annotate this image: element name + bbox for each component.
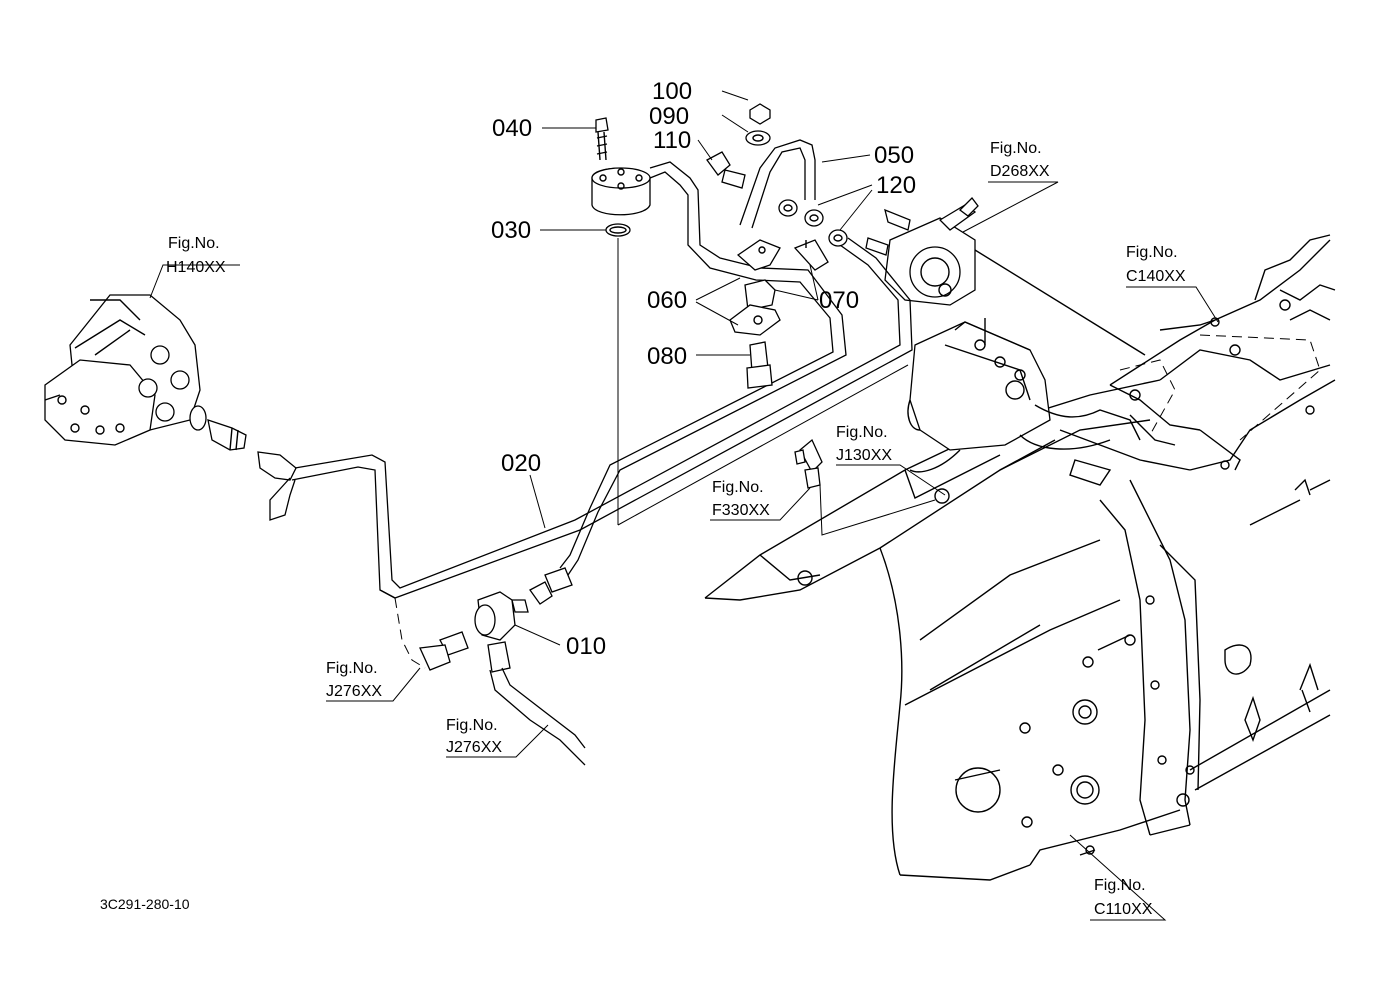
label-050: 050 [874, 142, 914, 169]
part-labels: 100 090 110 040 050 120 030 060 070 080 … [491, 78, 916, 660]
pipe-050 [559, 139, 847, 576]
fig-label-f330: Fig.No. [712, 479, 764, 496]
fitting-parts [706, 103, 848, 247]
elbow-fitting [794, 438, 823, 489]
drawing-code: 3C291-280-10 [100, 896, 190, 912]
hydraulic-pump [865, 197, 1146, 356]
fig-ref-j276-b: J276XX [446, 739, 502, 756]
fig-ref-j276-a: J276XX [326, 683, 382, 700]
fig-ref-c110: C110XX [1094, 901, 1153, 918]
fig-ref-f330: F330XX [712, 502, 770, 519]
fig-label-j276-b: Fig.No. [446, 717, 498, 734]
valve-block [907, 318, 1141, 473]
label-110: 110 [653, 127, 691, 154]
label-100: 100 [652, 78, 692, 105]
transmission-housing [704, 379, 1252, 881]
fig-ref-j130: J130XX [836, 447, 892, 464]
axle-frame [1109, 234, 1336, 791]
fig-ref-h140: H140XX [166, 259, 226, 276]
tee-fitting [419, 567, 586, 766]
label-020: 020 [501, 450, 541, 477]
fig-label-j130: Fig.No. [836, 424, 888, 441]
fig-label-c110: Fig.No. [1094, 877, 1146, 894]
fig-ref-c140: C140XX [1126, 268, 1186, 285]
fig-ref-d268: D268XX [990, 163, 1050, 180]
fig-label-h140: Fig.No. [168, 235, 220, 252]
fig-label-c140: Fig.No. [1126, 244, 1178, 261]
label-120: 120 [876, 172, 916, 199]
label-070: 070 [819, 287, 859, 314]
label-040: 040 [492, 115, 532, 142]
leader-lines [149, 90, 1219, 921]
fig-label-j276-a: Fig.No. [326, 660, 378, 677]
fig-label-d268: Fig.No. [990, 140, 1042, 157]
dashed-continuations [394, 484, 936, 669]
steering-unit [44, 294, 201, 446]
label-030: 030 [491, 217, 531, 244]
clamp-parts [729, 239, 829, 389]
figure-references: Fig.No. H140XX Fig.No. D268XX Fig.No. C1… [166, 140, 1186, 918]
label-010: 010 [566, 633, 606, 660]
filter-head [591, 117, 909, 526]
label-060: 060 [647, 287, 687, 314]
steering-fittings [189, 405, 297, 481]
pipe-020 [269, 237, 913, 599]
label-080: 080 [647, 343, 687, 370]
label-090: 090 [649, 103, 689, 130]
